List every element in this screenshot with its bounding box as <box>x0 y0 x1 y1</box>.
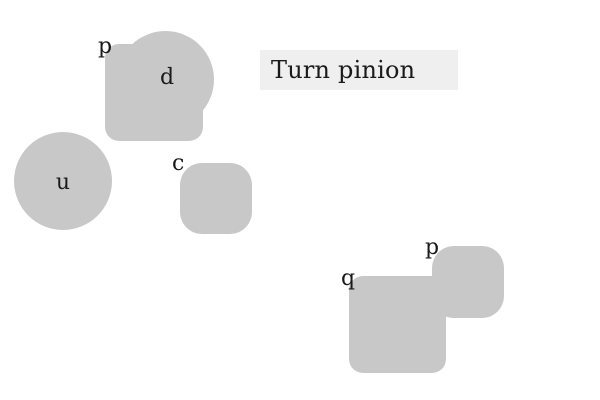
shape-c-square[interactable] <box>180 163 252 234</box>
instruction-box: Turn pinion <box>260 50 458 90</box>
shape-u-circle[interactable] <box>14 132 112 230</box>
shape-d-square[interactable] <box>105 44 203 141</box>
shape-q-corner-label: q <box>341 266 356 291</box>
shape-p-corner-label: p <box>425 235 440 260</box>
shape-d-label: d <box>159 65 175 90</box>
shape-p-square[interactable] <box>432 246 504 318</box>
shape-u-label: u <box>55 170 71 195</box>
shape-c-corner-label: c <box>172 151 185 176</box>
shape-d-corner-label: p <box>98 34 113 59</box>
shape-q-square[interactable] <box>349 276 446 373</box>
instruction-text: Turn pinion <box>271 56 416 84</box>
